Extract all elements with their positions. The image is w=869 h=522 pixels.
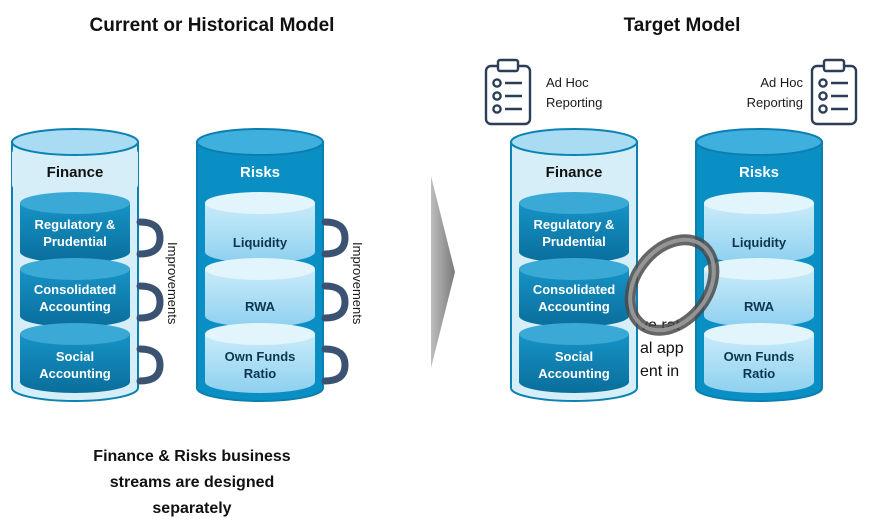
connector-icons-right xyxy=(321,218,349,385)
risks-item-own-funds: Own Funds xyxy=(225,349,296,364)
finance-title: Finance xyxy=(47,164,104,181)
improvements-label-2: Improvements xyxy=(350,242,365,325)
risks-item-ratio: Ratio xyxy=(244,366,277,381)
clipboard-icon xyxy=(810,58,858,126)
finance-item-accounting-2: Accounting xyxy=(39,366,111,381)
risks-title: Risks xyxy=(240,164,280,181)
finance-target-item-social: Social xyxy=(555,349,593,364)
reporting-label-right-1: Ad Hoc xyxy=(760,75,803,90)
finance-target-item-accounting-1: Accounting xyxy=(538,299,610,314)
finance-item-regulatory: Regulatory & xyxy=(35,217,116,232)
connector-icons-left xyxy=(136,218,164,385)
caption-line-3: separately xyxy=(152,500,231,517)
risks-cylinder-current: Risks Liquidity RWA Own Funds Ratio xyxy=(196,128,324,402)
finance-item-consolidated: Consolidated xyxy=(34,282,116,297)
heading-current-model: Current or Historical Model xyxy=(90,15,335,36)
finance-target-item-accounting-2: Accounting xyxy=(538,366,610,381)
risks-title-target: Risks xyxy=(739,164,779,181)
reporting-label-left-1: Ad Hoc xyxy=(546,75,589,90)
heading-target-model: Target Model xyxy=(624,15,741,36)
finance-target-item-consolidated: Consolidated xyxy=(533,282,615,297)
improvements-label-1: Improvements xyxy=(165,242,180,325)
risks-item-liquidity: Liquidity xyxy=(233,235,288,250)
reporting-label-left-2: Reporting xyxy=(546,95,602,110)
finance-target-item-regulatory: Regulatory & xyxy=(534,217,615,232)
finance-target-item-prudential: Prudential xyxy=(542,234,606,249)
risks-item-rwa: RWA xyxy=(245,299,276,314)
risks-target-item-own-funds: Own Funds xyxy=(724,349,795,364)
reporting-label-right-2: Reporting xyxy=(747,95,803,110)
finance-item-accounting-1: Accounting xyxy=(39,299,111,314)
finance-title-target: Finance xyxy=(546,164,603,181)
caption-line-2: streams are designed xyxy=(110,474,275,491)
hidden-text-line-3: ent in xyxy=(640,363,679,380)
finance-item-social: Social xyxy=(56,349,94,364)
caption-line-1: Finance & Risks business xyxy=(93,448,291,465)
risks-target-item-liquidity: Liquidity xyxy=(732,235,787,250)
risks-cylinder-target: Risks Liquidity RWA Own Funds Ratio xyxy=(695,128,823,402)
risks-target-item-ratio: Ratio xyxy=(743,366,776,381)
arrow-chevron-icon xyxy=(431,176,455,368)
finance-cylinder-current: Finance Regulatory & Prudential Consolid… xyxy=(11,128,139,402)
chain-link-icon xyxy=(624,234,720,336)
finance-cylinder-target: Finance Regulatory & Prudential Consolid… xyxy=(510,128,638,402)
risks-target-item-rwa: RWA xyxy=(744,299,775,314)
clipboard-icon xyxy=(484,58,532,126)
hidden-text-line-2: al app xyxy=(640,340,684,357)
finance-item-prudential: Prudential xyxy=(43,234,107,249)
